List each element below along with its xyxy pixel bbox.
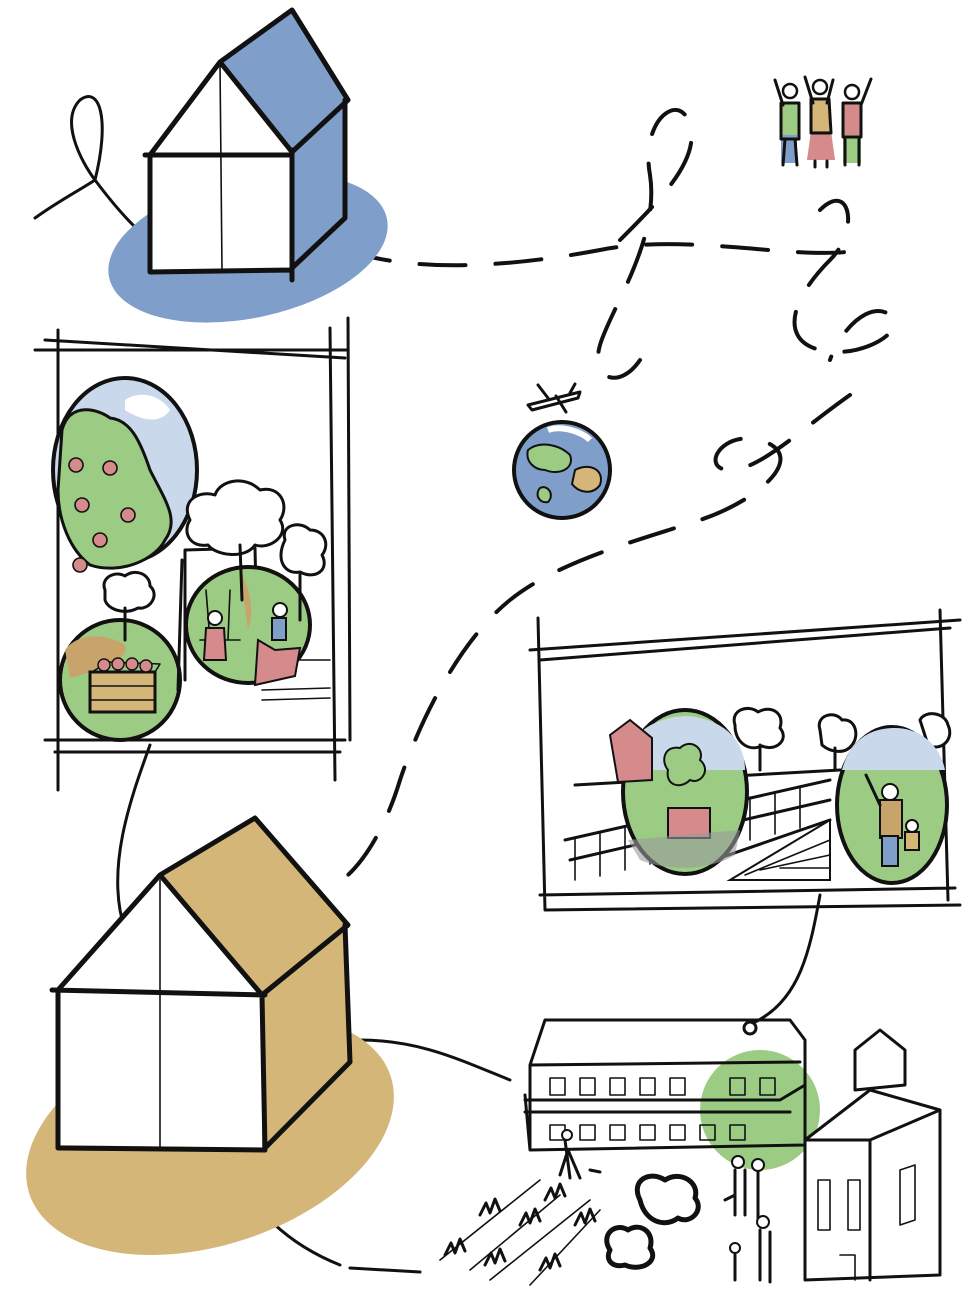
- school-building-icon: [525, 1020, 820, 1170]
- tan-house-icon: [0, 818, 425, 1297]
- apple-crate-icon: [60, 620, 180, 740]
- church-icon: [805, 1030, 940, 1280]
- blue-house-icon: [95, 10, 402, 346]
- people-cheering-icon: [775, 77, 871, 167]
- family-walking-icon: [837, 727, 947, 883]
- garden-plot-icon: [610, 710, 747, 874]
- memory-panel-left: [35, 318, 350, 790]
- memory-panel-right: [530, 610, 960, 910]
- garden-rows: [440, 1180, 600, 1285]
- bushes: [607, 1176, 699, 1267]
- airplane-icon: [528, 384, 580, 412]
- journey-path-loops: [35, 97, 150, 240]
- apple-tree-icon: [53, 378, 197, 572]
- globe-icon: [514, 422, 610, 518]
